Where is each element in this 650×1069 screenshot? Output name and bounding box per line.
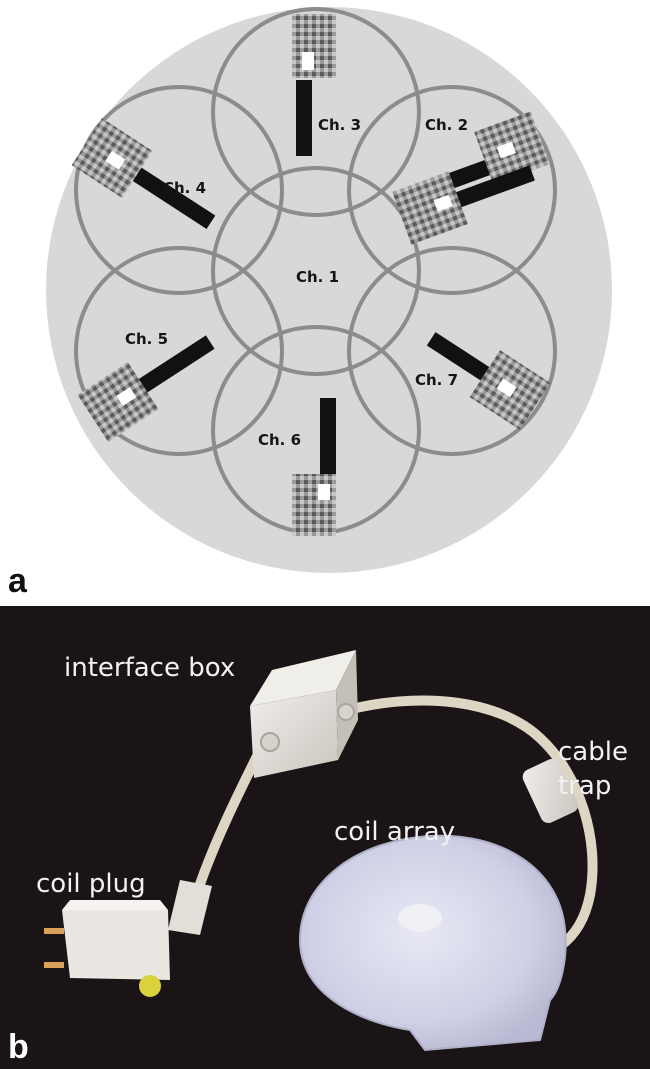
preamp-ch4 <box>71 118 216 229</box>
label-ch7: Ch. 7 <box>415 371 458 389</box>
preamp-ch3 <box>292 14 336 156</box>
label-coil-plug: coil plug <box>36 869 146 899</box>
coil-disk <box>46 7 612 573</box>
label-ch6: Ch. 6 <box>258 431 301 449</box>
interface-box <box>250 650 358 778</box>
loop-ch2 <box>347 85 557 295</box>
coil-array-device <box>298 834 567 1052</box>
loop-ch1 <box>211 166 421 376</box>
plug-indicator-dot <box>139 975 161 997</box>
preamp-ch6 <box>292 398 336 536</box>
cable-trap <box>522 758 579 824</box>
loop-ch7 <box>347 246 557 456</box>
coil-loops <box>74 7 557 535</box>
label-ch3: Ch. 3 <box>318 116 361 134</box>
cable-box-to-trap <box>335 695 598 961</box>
preamp-ch2b <box>392 165 535 245</box>
panel-a-letter: a <box>8 562 28 600</box>
panel-b-letter: b <box>8 1028 29 1066</box>
loop-ch3 <box>211 7 421 217</box>
label-ch2: Ch. 2 <box>425 116 468 134</box>
label-ch5: Ch. 5 <box>125 330 168 348</box>
label-interface-box: interface box <box>64 653 235 683</box>
preamp-ch7 <box>426 332 551 430</box>
preamp-ch5 <box>77 335 215 442</box>
loop-ch5 <box>74 246 284 456</box>
coil-plug <box>44 880 212 997</box>
label-cable-trap-line2: trap <box>558 771 611 801</box>
label-cable-trap-line1: cable <box>558 737 628 767</box>
panel-a: Ch. 1 Ch. 2 Ch. 3 Ch. 4 Ch. 5 Ch. 6 Ch. … <box>46 7 612 573</box>
label-ch4: Ch. 4 <box>163 179 206 197</box>
label-coil-array: coil array <box>334 817 455 847</box>
loop-ch4 <box>74 85 284 295</box>
label-ch1: Ch. 1 <box>296 268 339 286</box>
panel-b: interface box coil plug coil array cable… <box>0 606 650 1069</box>
